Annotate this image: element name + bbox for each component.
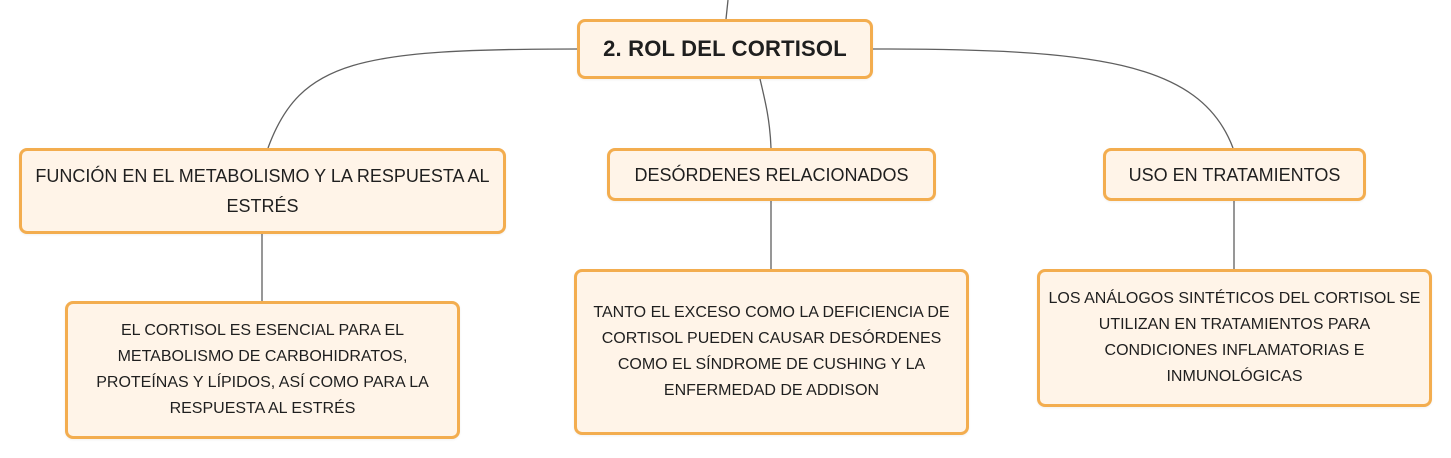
branch-node-treatment-use[interactable]: USO EN TRATAMIENTOS — [1103, 148, 1366, 201]
root-node-label: 2. ROL DEL CORTISOL — [603, 36, 847, 61]
branch-node-label: DESÓRDENES RELACIONADOS — [634, 164, 909, 185]
detail-node-text: LOS ANÁLOGOS SINTÉTICOS DEL CORTISOL SE … — [1048, 290, 1421, 385]
connector-root-to-disorders — [759, 78, 772, 149]
detail-node-disorders[interactable]: TANTO EL EXCESO COMO LA DEFICIENCIA DE C… — [574, 269, 969, 435]
branch-node-label: USO EN TRATAMIENTOS — [1128, 164, 1341, 185]
branch-node-metabolism-function[interactable]: FUNCIÓN EN EL METABOLISMO Y LA RESPUESTA… — [19, 148, 506, 234]
detail-node-treatment[interactable]: LOS ANÁLOGOS SINTÉTICOS DEL CORTISOL SE … — [1037, 269, 1432, 407]
detail-node-text: TANTO EL EXCESO COMO LA DEFICIENCIA DE C… — [593, 304, 950, 399]
connector-root-to-treatment — [872, 48, 1234, 149]
detail-node-metabolism[interactable]: EL CORTISOL ES ESENCIAL PARA EL METABOLI… — [65, 301, 460, 439]
branch-node-label: FUNCIÓN EN EL METABOLISMO Y LA RESPUESTA… — [35, 166, 490, 216]
detail-node-text: EL CORTISOL ES ESENCIAL PARA EL METABOLI… — [96, 322, 429, 417]
branch-node-related-disorders[interactable]: DESÓRDENES RELACIONADOS — [607, 148, 936, 201]
root-node[interactable]: 2. ROL DEL CORTISOL — [577, 19, 873, 79]
connector-root-to-function — [267, 48, 578, 149]
connector-parent-to-root — [725, 0, 729, 20]
